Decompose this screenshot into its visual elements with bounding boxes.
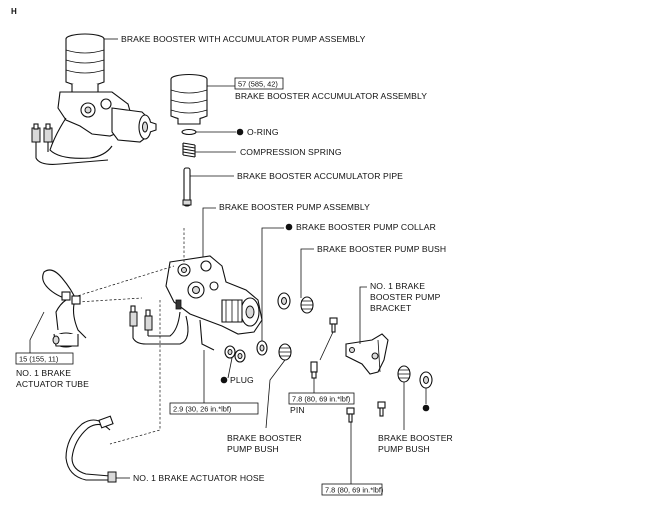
dash-tube-mid (77, 297, 143, 303)
pump-bush-top-illustration (300, 296, 314, 314)
non-reusable-mark-icon (220, 376, 228, 384)
torque-pin: 7.8 (80, 69 in.*lbf) (292, 395, 350, 404)
pump-collar-illustration (256, 292, 291, 356)
label-bracket-line2: BOOSTER PUMP (370, 292, 441, 302)
label-tube-line1: NO. 1 BRAKE (16, 368, 71, 378)
non-reusable-mark-icon (285, 223, 293, 231)
label-bush-right-line1: BRAKE BOOSTER (378, 433, 453, 443)
pin-illustration (310, 361, 318, 379)
label-bush-left-line1: BRAKE BOOSTER (227, 433, 302, 443)
label-pump-bush-top: BRAKE BOOSTER PUMP BUSH (317, 244, 446, 254)
torque-accumulator: 57 (585, 42) (238, 80, 278, 89)
o-ring-illustration (181, 128, 197, 136)
label-hose: NO. 1 BRAKE ACTUATOR HOSE (133, 473, 265, 483)
actuator-tube-illustration (42, 269, 87, 348)
label-plug: PLUG (230, 375, 254, 385)
leader-pin (319, 331, 334, 361)
label-booster-with-accumulator: BRAKE BOOSTER WITH ACCUMULATOR PUMP ASSE… (121, 34, 366, 44)
label-pump-collar: BRAKE BOOSTER PUMP COLLAR (296, 222, 436, 232)
non-reusable-mark-icon (236, 128, 244, 136)
torque-bracket-bolt: 7.8 (80, 69 in.*lbf) (325, 486, 383, 495)
pump-assembly-illustration (129, 255, 263, 363)
accumulator-assembly-illustration (170, 73, 208, 125)
dash-tube-top (73, 265, 175, 298)
leader-tube (29, 311, 45, 353)
leader-bracket (359, 286, 367, 344)
torque-box-plug (169, 402, 259, 415)
bracket-illustration (345, 333, 389, 375)
torque-box-tube (15, 352, 74, 365)
pin-bolt-illustration (329, 317, 338, 333)
pump-bush-left-illustration (278, 343, 292, 361)
label-accumulator-pipe: BRAKE BOOSTER ACCUMULATOR PIPE (237, 171, 403, 181)
leader-pump-bush-top (300, 248, 314, 298)
label-accumulator-assembly: BRAKE BOOSTER ACCUMULATOR ASSEMBLY (235, 91, 427, 101)
torque-box-bracket-bolt (321, 483, 383, 496)
label-pin: PIN (290, 405, 305, 415)
leader-pump-assembly (202, 207, 216, 258)
torque-box-pin (288, 392, 355, 405)
pump-bush-right-illustration (397, 365, 433, 389)
corner-mark: H (11, 7, 17, 16)
leader-pump-bush-left (265, 359, 286, 429)
label-o-ring: O-RING (247, 127, 279, 137)
actuator-hose-illustration (65, 415, 117, 483)
non-reusable-mark-icon (422, 404, 430, 412)
booster-with-accumulator-illustration (31, 33, 157, 165)
leader-plug (227, 357, 233, 379)
compression-spring-illustration (182, 142, 196, 158)
accumulator-pipe-illustration (182, 167, 192, 207)
label-bush-left-line2: PUMP BUSH (227, 444, 279, 454)
bracket-bolts-illustration (346, 401, 386, 423)
label-pump-assembly: BRAKE BOOSTER PUMP ASSEMBLY (219, 202, 370, 212)
label-bracket-line3: BRACKET (370, 303, 412, 313)
torque-plug: 2.9 (30, 26 in.*lbf) (173, 405, 231, 414)
label-bracket-line1: NO. 1 BRAKE (370, 281, 425, 291)
leader-pump-collar (261, 227, 284, 341)
label-compression-spring: COMPRESSION SPRING (240, 147, 342, 157)
torque-box-accumulator (234, 77, 284, 90)
torque-tube: 15 (155, 11) (19, 355, 58, 364)
label-bush-right-line2: PUMP BUSH (378, 444, 430, 454)
label-tube-line2: ACTUATOR TUBE (16, 379, 89, 389)
